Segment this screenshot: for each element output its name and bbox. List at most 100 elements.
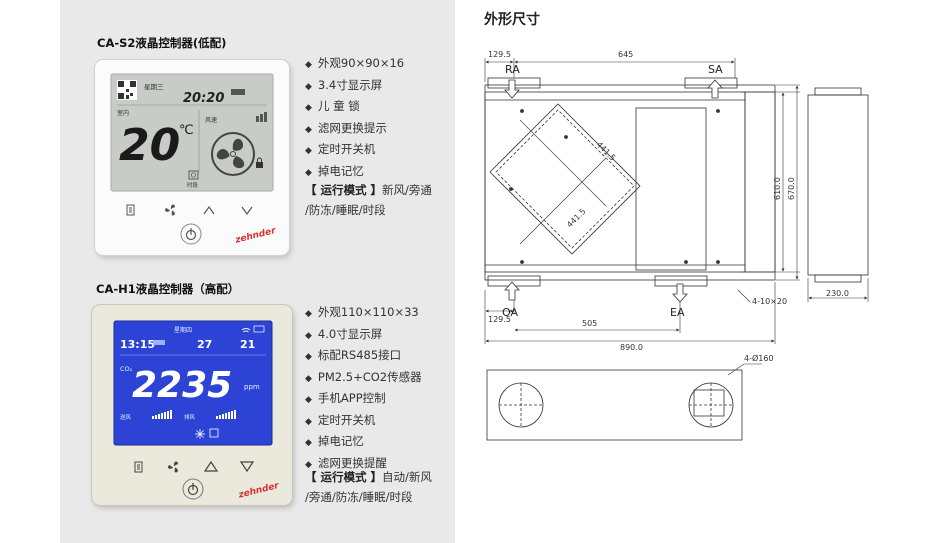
h1-weekday: 星期四 xyxy=(174,326,192,334)
oa-flow-arrow-icon xyxy=(504,281,520,301)
port-label-oa: OA xyxy=(502,306,518,319)
qr-code-icon xyxy=(117,80,137,100)
hole-note: 4-Ø160 xyxy=(744,353,774,363)
h1-controller: 星期四 13:15 27 21 CO₂ 2235 ppm 送风 排风 xyxy=(92,305,292,505)
s2-fan-bars-icon xyxy=(256,112,267,122)
h1-feature: 4.0寸显示屏 xyxy=(305,325,422,347)
h1-timer-icon xyxy=(209,428,219,438)
dim-230: 230.0 xyxy=(826,289,849,298)
h1-feature: 定时开关机 xyxy=(305,411,422,433)
down-key-icon[interactable] xyxy=(239,461,255,473)
h1-feature: 滤网更换提醒 xyxy=(305,454,422,476)
unit-plan-outline xyxy=(484,84,776,281)
h1-brand-logo: zehnder xyxy=(237,481,281,501)
s2-title: CA-S2液晶控制器(低配) xyxy=(97,36,227,50)
s2-weekday: 星期三 xyxy=(144,83,164,91)
dimension-title: 外形尺寸 xyxy=(484,12,540,28)
filter-box xyxy=(635,107,707,271)
unit-side-flange xyxy=(744,91,776,273)
h1-exhaust-label: 排风 xyxy=(184,413,196,421)
s2-feature: 外观90×90×16 xyxy=(305,54,404,76)
s2-feature: 儿 童 锁 xyxy=(305,97,404,119)
h1-mode-line1: 自动/新风 xyxy=(382,470,432,484)
s2-lcd-screen xyxy=(110,73,274,192)
h1-co2-unit: ppm xyxy=(244,383,260,391)
dim-610: 610.0 xyxy=(773,177,782,200)
h1-time: 13:15 xyxy=(120,338,155,351)
s2-timer-label: 时段 xyxy=(187,181,199,189)
h1-mode-line2: /旁通/防冻/睡眠/时段 xyxy=(305,490,413,504)
power-button[interactable] xyxy=(182,478,204,500)
port-label-ea: EA xyxy=(670,306,685,319)
h1-co2-label: CO₂ xyxy=(120,365,133,373)
bolt-note: 4-10×20 xyxy=(752,297,787,306)
s2-fan-icon xyxy=(211,132,255,176)
menu-key-icon[interactable] xyxy=(134,461,143,473)
s2-fan-label: 风速 xyxy=(205,117,217,124)
s2-indoor-label: 室内 xyxy=(117,109,129,117)
h1-exhaust-fan-bars-icon xyxy=(216,410,236,419)
s2-temp-unit: ℃ xyxy=(179,123,194,138)
h1-title: CA-H1液晶控制器（高配） xyxy=(96,282,240,296)
port-label-sa: SA xyxy=(708,63,723,76)
menu-key-icon[interactable] xyxy=(126,204,135,216)
dimension-drawing: 129.5 645 129.5 505 890.0 610.0 670.0 44… xyxy=(484,50,869,441)
h1-feature: 手机APP控制 xyxy=(305,389,422,411)
h1-feature: 外观110×110×33 xyxy=(305,303,422,325)
h1-feature: PM2.5+CO2传感器 xyxy=(305,368,422,390)
snowflake-icon xyxy=(195,429,205,439)
dim-890: 890.0 xyxy=(620,343,643,352)
dim-441-a: 441.5 xyxy=(595,140,618,163)
power-button[interactable] xyxy=(180,223,202,245)
ra-flow-arrow-icon xyxy=(504,79,520,99)
unit-bottom-view xyxy=(486,369,743,441)
s2-mode-block: 【 运行模式 】新风/旁通 /防冻/睡眠/时段 xyxy=(305,180,432,220)
ea-flow-arrow-icon xyxy=(672,283,688,303)
s2-controller: 星期三 20:20 室内 风速 20 ℃ 时段 xyxy=(95,60,289,255)
battery-icon xyxy=(253,325,265,333)
h1-feature: 掉电记忆 xyxy=(305,432,422,454)
up-key-icon[interactable] xyxy=(203,460,219,472)
dim-129-bottom: 129.5 xyxy=(488,315,511,324)
s2-controller-drawing: 星期三 20:20 室内 风速 20 ℃ 时段 xyxy=(110,73,277,246)
timer-icon xyxy=(188,170,199,180)
s2-mode-line2: /防冻/睡眠/时段 xyxy=(305,203,386,217)
fan-key-icon[interactable] xyxy=(167,461,179,474)
lock-icon xyxy=(256,157,263,168)
dim-670: 670.0 xyxy=(787,177,796,200)
port-label-ra: RA xyxy=(505,63,520,76)
s2-feature: 定时开关机 xyxy=(305,140,404,162)
h1-mode-label: 【 运行模式 】 xyxy=(305,470,383,484)
h1-supply-label: 送风 xyxy=(120,413,132,421)
dim-441-b: 441.5 xyxy=(565,207,588,230)
h1-temp-in: 21 xyxy=(240,338,255,351)
s2-mode-label: 【 运行模式 】 xyxy=(305,183,383,197)
dim-505: 505 xyxy=(582,319,597,328)
wifi-icon xyxy=(241,328,251,333)
dim-645: 645 xyxy=(618,50,633,59)
s2-feature-list: 外观90×90×16 3.4寸显示屏 儿 童 锁 滤网更换提示 定时开关机 掉电… xyxy=(305,54,404,183)
up-key-icon[interactable] xyxy=(203,205,215,215)
h1-co2-value: 2235 xyxy=(132,365,232,406)
heat-exchanger-core xyxy=(489,103,641,255)
s2-feature: 掉电记忆 xyxy=(305,162,404,184)
s2-feature: 滤网更换提示 xyxy=(305,119,404,141)
h1-mode-block: 【 运行模式 】自动/新风 /旁通/防冻/睡眠/时段 xyxy=(305,467,432,507)
s2-time-badge xyxy=(231,89,245,95)
h1-feature-list: 外观110×110×33 4.0寸显示屏 标配RS485接口 PM2.5+CO2… xyxy=(305,303,422,475)
s2-feature: 3.4寸显示屏 xyxy=(305,76,404,98)
sa-flow-arrow-icon xyxy=(707,79,723,99)
dim-129-top: 129.5 xyxy=(488,50,511,59)
s2-mode-line1: 新风/旁通 xyxy=(382,183,432,197)
down-key-icon[interactable] xyxy=(241,206,253,216)
unit-side-view xyxy=(807,94,869,276)
h1-temp-out: 27 xyxy=(197,338,212,351)
h1-supply-fan-bars-icon xyxy=(152,410,172,419)
s2-time: 20:20 xyxy=(183,91,224,106)
h1-time-badge xyxy=(153,340,165,345)
h1-controller-drawing: 星期四 13:15 27 21 CO₂ 2235 ppm 送风 排风 xyxy=(113,320,281,501)
fan-key-icon[interactable] xyxy=(164,204,176,217)
h1-feature: 标配RS485接口 xyxy=(305,346,422,368)
s2-temperature: 20 xyxy=(119,120,180,171)
s2-brand-logo: zehnder xyxy=(233,226,277,246)
